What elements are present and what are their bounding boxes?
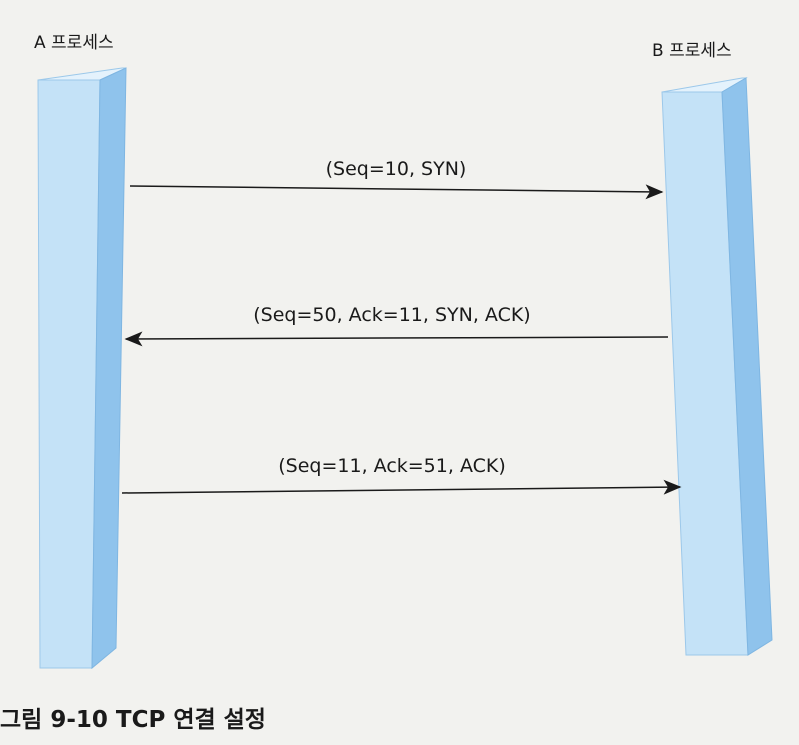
message-label-syn-ack: (Seq=50, Ack=11, SYN, ACK) (253, 304, 531, 326)
arrow-syn (129, 184, 664, 200)
arrow-ack (121, 479, 682, 495)
process-b-label: B 프로세스 (652, 41, 732, 61)
process-a-label: A 프로세스 (34, 33, 114, 53)
message-label-ack: (Seq=11, Ack=51, ACK) (278, 455, 506, 477)
arrow-syn-ack (124, 331, 669, 347)
figure-caption: 그림 9-10 TCP 연결 설정 (0, 707, 266, 733)
process-b-bar (661, 77, 773, 656)
message-label-syn: (Seq=10, SYN) (325, 158, 467, 180)
process-a-bar (37, 67, 127, 670)
